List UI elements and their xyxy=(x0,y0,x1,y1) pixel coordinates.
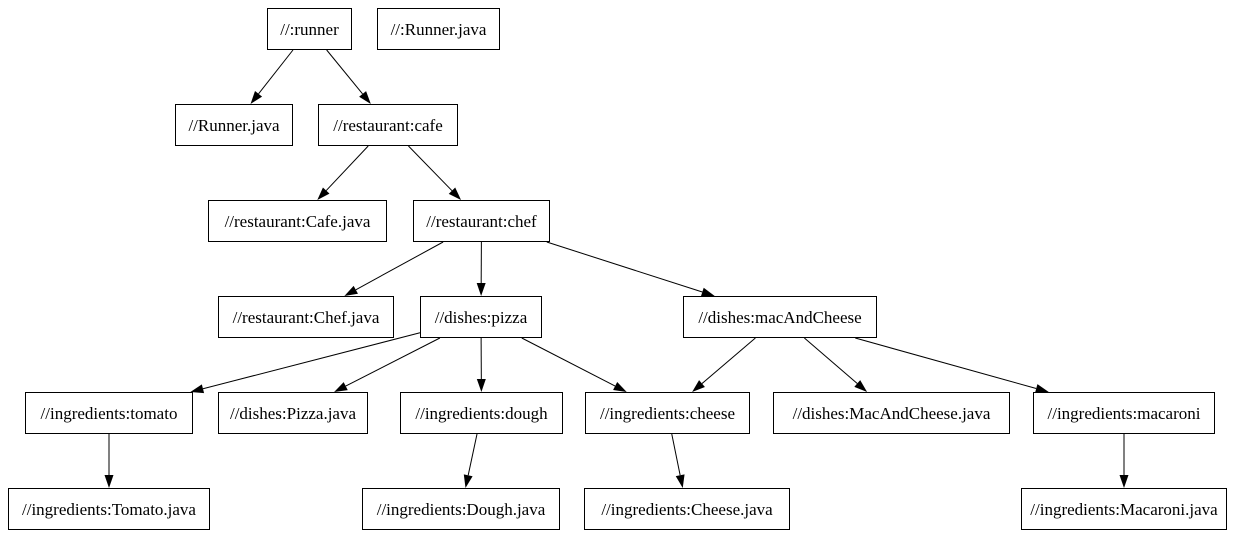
node-ingredients-macaroni-java: //ingredients:Macaroni.java xyxy=(1021,488,1227,530)
edge-cheese-to-cheese_java xyxy=(671,433,685,488)
node-restaurant-cafe-java: //restaurant:Cafe.java xyxy=(208,200,387,242)
arrowhead-icon xyxy=(476,282,486,296)
node-dishes-pizza-java: //dishes:Pizza.java xyxy=(218,392,368,434)
node-dishes-macandcheese: //dishes:macAndCheese xyxy=(683,296,877,338)
arrowhead-icon xyxy=(692,380,705,392)
node-restaurant-chef-java: //restaurant:Chef.java xyxy=(218,296,394,338)
node-ingredients-dough: //ingredients:dough xyxy=(400,392,563,434)
node-runner: //:runner xyxy=(267,8,352,50)
node-ingredients-cheese-java: //ingredients:Cheese.java xyxy=(584,488,790,530)
edge-runner-to-runner_java xyxy=(250,49,294,104)
node-ingredients-cheese: //ingredients:cheese xyxy=(585,392,750,434)
node-ingredients-macaroni: //ingredients:macaroni xyxy=(1033,392,1215,434)
arrowhead-icon xyxy=(854,380,868,392)
node-runner-java-root: //:Runner.java xyxy=(377,8,500,50)
edge-chef-to-mac_and_cheese xyxy=(546,241,715,297)
edge-pizza-to-dough xyxy=(476,337,486,392)
node-restaurant-chef: //restaurant:chef xyxy=(413,200,550,242)
edge-cafe-to-chef xyxy=(408,145,462,200)
edge-mac_and_cheese-to-cheese xyxy=(692,337,756,392)
edge-pizza-to-tomato xyxy=(190,332,421,394)
arrowhead-icon xyxy=(1119,475,1129,488)
arrowhead-icon xyxy=(250,90,263,104)
edge-runner-to-cafe xyxy=(326,49,371,104)
edge-cafe-to-cafe_java xyxy=(317,145,369,200)
arrowhead-icon xyxy=(317,187,330,200)
edge-mac_and_cheese-to-mac_and_cheese_java xyxy=(804,337,868,392)
node-ingredients-tomato-java: //ingredients:Tomato.java xyxy=(8,488,210,530)
edge-tomato-to-tomato_java xyxy=(104,434,114,488)
arrowhead-icon xyxy=(463,474,473,488)
arrowhead-icon xyxy=(344,285,358,296)
edge-pizza-to-pizza_java xyxy=(334,337,441,392)
node-restaurant-cafe: //restaurant:cafe xyxy=(318,104,458,146)
arrowhead-icon xyxy=(613,382,627,392)
arrowhead-icon xyxy=(448,187,462,200)
node-runner-java: //Runner.java xyxy=(175,104,293,146)
arrowhead-icon xyxy=(104,475,114,488)
arrowhead-icon xyxy=(359,91,371,104)
node-ingredients-tomato: //ingredients:tomato xyxy=(25,392,193,434)
arrowhead-icon xyxy=(675,474,685,488)
edge-dough-to-dough_java xyxy=(463,433,478,488)
node-dishes-macandcheese-java: //dishes:MacAndCheese.java xyxy=(773,392,1010,434)
edge-mac_and_cheese-to-macaroni xyxy=(855,337,1049,393)
edge-macaroni-to-macaroni_java xyxy=(1119,434,1129,488)
node-ingredients-dough-java: //ingredients:Dough.java xyxy=(362,488,560,530)
arrowhead-icon xyxy=(334,382,348,392)
arrowhead-icon xyxy=(476,378,486,392)
edge-pizza-to-cheese xyxy=(521,337,627,392)
edge-chef-to-pizza xyxy=(476,241,486,296)
node-dishes-pizza: //dishes:pizza xyxy=(420,296,542,338)
edge-chef-to-chef_java xyxy=(344,241,444,296)
